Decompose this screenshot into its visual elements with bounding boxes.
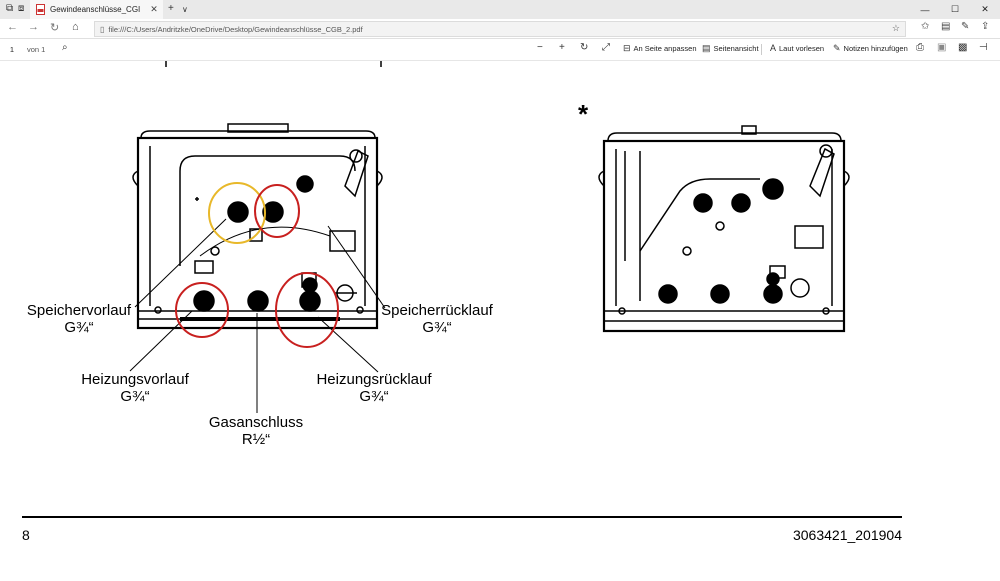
highlight-circle-red xyxy=(175,282,229,338)
home-icon[interactable]: ⌂ xyxy=(72,21,79,33)
page-view-icon: ▤ xyxy=(702,43,711,53)
pin-toolbar-icon[interactable]: ⊣ xyxy=(979,42,988,53)
zoom-in-button[interactable]: + xyxy=(559,42,565,53)
leader-line xyxy=(129,310,193,372)
notes-icon[interactable]: ✎ xyxy=(961,21,970,32)
gasanschluss-size: R½“ xyxy=(241,431,271,448)
page-view-button[interactable]: ▤ Seitenansicht xyxy=(702,43,759,54)
minimize-icon[interactable]: — xyxy=(920,4,930,15)
page-number: 8 xyxy=(22,527,30,543)
chevron-down-icon[interactable]: ∨ xyxy=(182,5,188,14)
heizungsvorlauf-size: G¾“ xyxy=(120,388,150,405)
page-info-icon: ▯ xyxy=(100,24,105,34)
tab-actions-icon[interactable]: ⧉ xyxy=(6,3,14,14)
toolbar-divider xyxy=(761,44,762,55)
back-icon[interactable]: ← xyxy=(7,21,18,33)
fit-page-icon: ⊟ xyxy=(623,43,631,53)
reading-list-icon[interactable]: ▤ xyxy=(941,21,951,32)
maximize-icon[interactable]: ☐ xyxy=(950,4,960,14)
refresh-icon[interactable]: ↻ xyxy=(50,22,60,34)
label-heizungsvorlauf: Heizungsvorlauf G¾“ xyxy=(79,371,191,405)
add-notes-button[interactable]: ✎ Notizen hinzufügen xyxy=(833,43,908,54)
label-speicherruecklauf: Speicherrücklauf G¾“ xyxy=(381,302,493,336)
leader-line xyxy=(317,316,379,373)
browser-title-bar: ⧉ ⧈ Gewindeanschlüsse_CGI ✕ + ∨ — ☐ ✕ xyxy=(0,0,1000,19)
gasanschluss-name: Gasanschluss xyxy=(208,414,304,431)
share-icon[interactable]: ⇪ xyxy=(981,21,990,32)
speichervorlauf-size: G¾“ xyxy=(64,319,94,336)
favorites-icon[interactable]: ✩ xyxy=(921,21,930,32)
save-as-icon[interactable]: ▩ xyxy=(958,42,968,53)
address-bar-row: ← → ↻ ⌂ ▯ file:///C:/Users/Andritzke/One… xyxy=(0,19,1000,39)
tab-title: Gewindeanschlüsse_CGI xyxy=(50,5,141,14)
footer-rule xyxy=(22,516,902,518)
highlight-circle-red xyxy=(275,272,339,348)
read-aloud-icon: A xyxy=(770,43,777,53)
document-id: 3063421_201904 xyxy=(792,527,902,543)
favorite-star-icon[interactable]: ☆ xyxy=(891,23,900,33)
pdf-toolbar: 1 von 1 ⌕ − + ↻ ⤢ ⊟ An Seite anpassen ▤ … xyxy=(0,39,1000,61)
read-aloud-button[interactable]: A Laut vorlesen xyxy=(770,43,824,53)
print-icon[interactable]: ⎙ xyxy=(916,42,924,53)
pdf-page: Speichervorlauf G¾“ Speicherrücklauf G¾“… xyxy=(0,61,1000,581)
rotate-icon[interactable]: ↻ xyxy=(580,42,589,53)
pen-icon: ✎ xyxy=(833,43,841,53)
read-aloud-label: Laut vorlesen xyxy=(779,43,825,53)
boiler-drawing-left xyxy=(132,123,383,330)
label-speichervorlauf: Speichervorlauf G¾“ xyxy=(24,302,134,336)
new-tab-icon[interactable]: + xyxy=(168,3,174,14)
label-heizungsruecklauf: Heizungsrücklauf G¾“ xyxy=(312,371,436,405)
leader-line xyxy=(134,218,227,308)
fit-page-label: An Seite anpassen xyxy=(633,44,697,53)
speicherruecklauf-size: G¾“ xyxy=(422,319,452,336)
page-number-input[interactable]: 1 xyxy=(9,44,15,54)
label-gasanschluss: Gasanschluss R½“ xyxy=(204,414,308,448)
leader-line xyxy=(327,225,386,309)
save-icon[interactable]: ▣ xyxy=(937,42,947,53)
add-notes-label: Notizen hinzufügen xyxy=(843,44,908,53)
fullscreen-icon[interactable]: ⤢ xyxy=(602,42,610,53)
boiler-drawings xyxy=(129,61,850,413)
url-text: file:///C:/Users/Andritzke/OneDrive/Desk… xyxy=(108,24,363,34)
boiler-drawing-right xyxy=(598,125,850,333)
zoom-out-button[interactable]: − xyxy=(537,42,543,53)
search-icon[interactable]: ⌕ xyxy=(62,42,68,53)
fit-page-button[interactable]: ⊟ An Seite anpassen xyxy=(623,43,697,54)
highlight-circle-red xyxy=(254,184,300,238)
forward-icon[interactable]: → xyxy=(28,21,39,33)
tab-close-icon[interactable]: ✕ xyxy=(150,4,158,14)
url-field[interactable]: ▯ file:///C:/Users/Andritzke/OneDrive/De… xyxy=(94,21,906,37)
heizungsruecklauf-name: Heizungsrücklauf xyxy=(316,371,432,388)
asterisk-mark: * xyxy=(578,99,589,129)
heizungsruecklauf-size: G¾“ xyxy=(359,388,389,405)
speicherruecklauf-name: Speicherrücklauf xyxy=(381,302,493,319)
page-total-label: von 1 xyxy=(27,45,46,54)
close-window-icon[interactable]: ✕ xyxy=(981,4,989,14)
speichervorlauf-name: Speichervorlauf xyxy=(26,302,132,319)
heizungsvorlauf-name: Heizungsvorlauf xyxy=(81,371,189,388)
page-view-label: Seitenansicht xyxy=(713,44,759,53)
highlight-circle-yellow xyxy=(208,182,266,244)
tab-preview-icon[interactable]: ⧈ xyxy=(18,3,25,14)
pdf-file-icon xyxy=(36,4,45,15)
tab-active[interactable]: Gewindeanschlüsse_CGI ✕ xyxy=(30,0,163,19)
